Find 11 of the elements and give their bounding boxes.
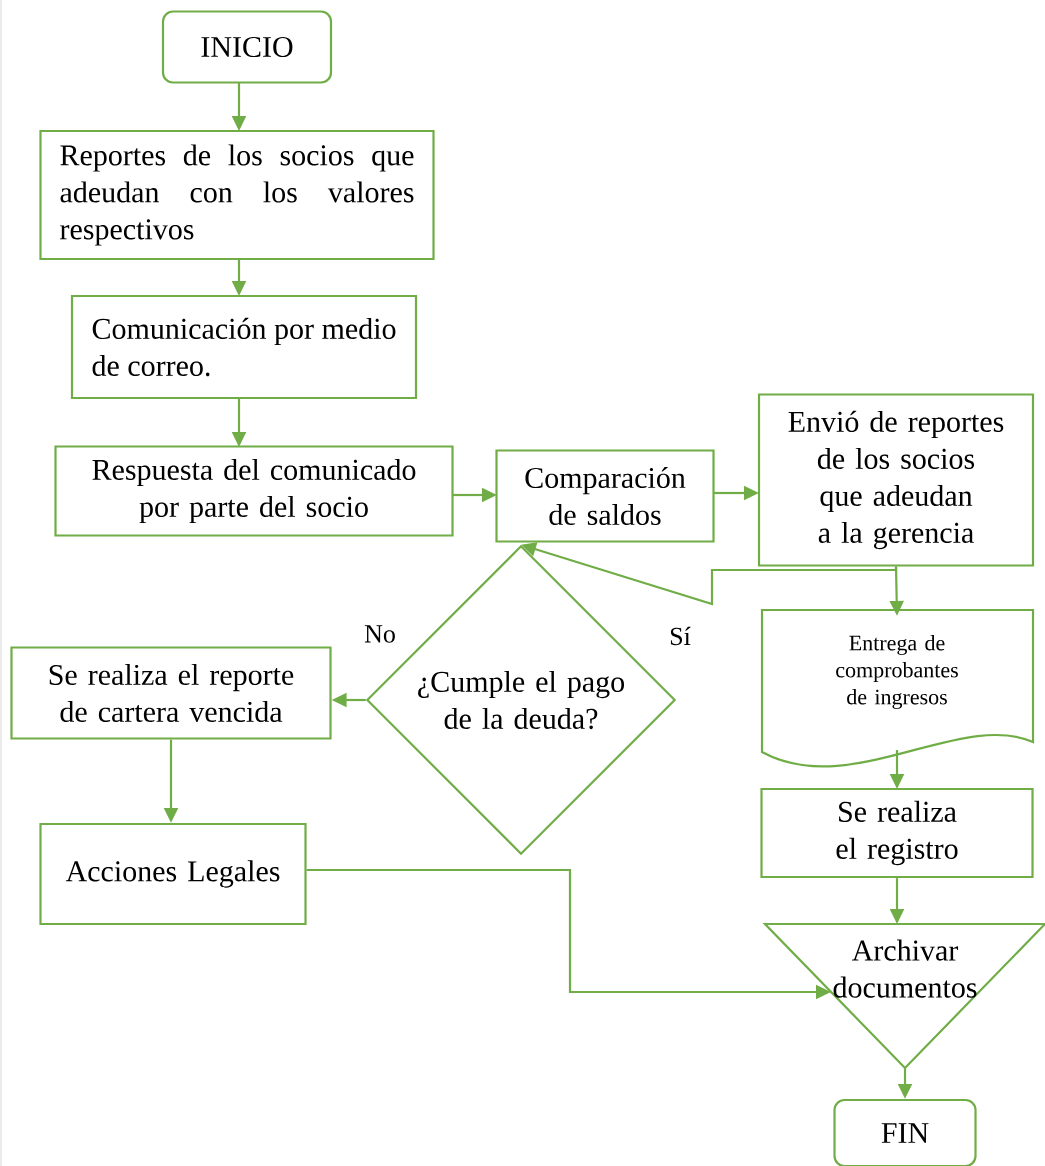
- process-box: Se realiza el reporte de cartera vencida: [10, 646, 332, 740]
- process-box: Envió de reportes de los socios que adeudan a la gerencia: [757, 393, 1035, 567]
- process-box: Se realiza el registro: [760, 787, 1034, 879]
- process-box: Reportes de los socios que adeudan con los valores respectivos: [39, 129, 435, 261]
- terminal-box: FIN: [833, 1098, 977, 1166]
- process-box: Comparación de saldos: [495, 449, 715, 543]
- process-box: Acciones Legales: [39, 822, 307, 926]
- process-box: Respuesta del comunicado por parte del socio: [54, 445, 454, 537]
- terminal-box: INICIO: [161, 10, 333, 84]
- process-box: Comunicación por medio de correo.: [70, 294, 418, 400]
- branch-label: No: [364, 625, 395, 643]
